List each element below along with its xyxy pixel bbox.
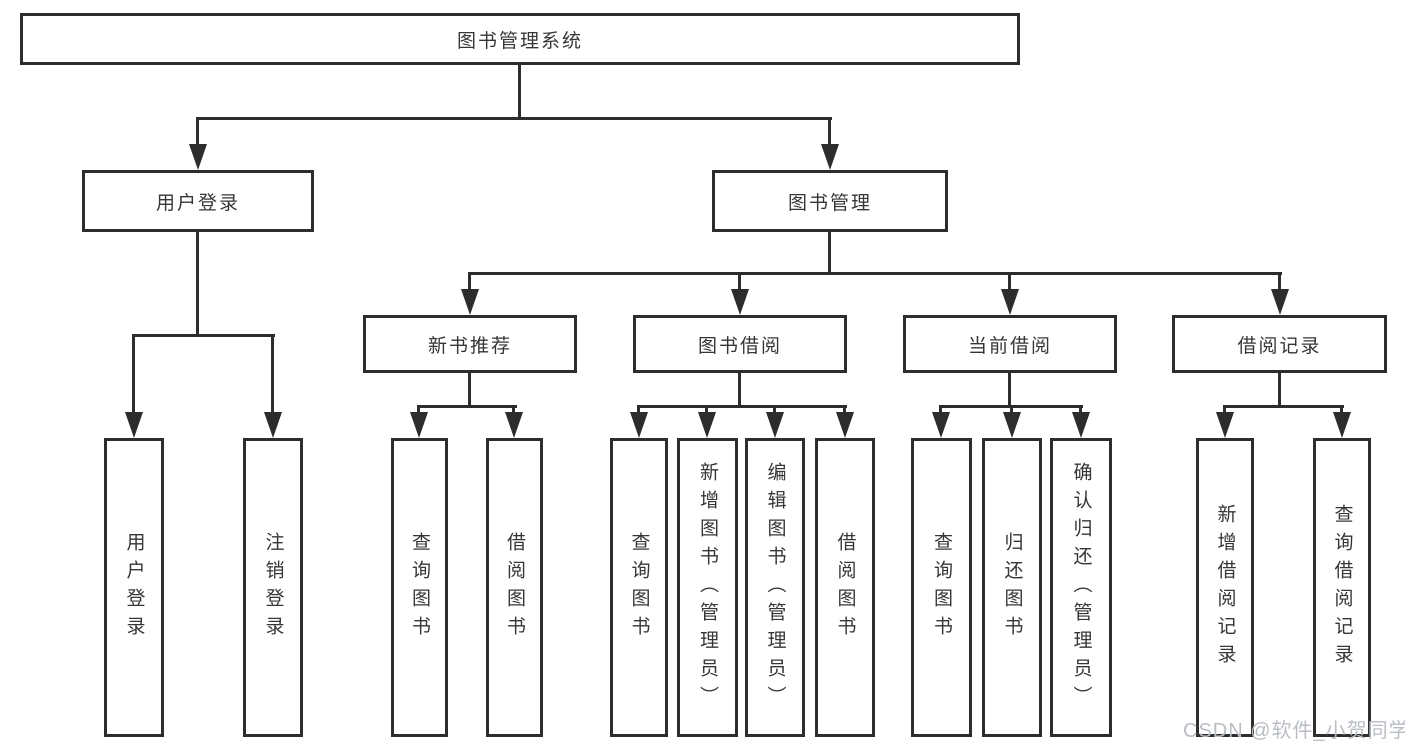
node-label: 编辑图书（管理员） [764, 461, 786, 714]
arrow-down-icon [1072, 412, 1090, 438]
leaf-borrow-book-recommend: 借阅图书 [486, 438, 543, 737]
node-label: 图书管理 [787, 192, 872, 214]
leaf-query-borrow-record: 查询借阅记录 [1313, 438, 1371, 737]
connector-new-book-bar [417, 405, 517, 408]
connector-current-borrow-stem [1008, 373, 1011, 408]
csdn-watermark: CSDN @软件_小贺同学 [1183, 720, 1405, 742]
node-new-book-recommendation: 新书推荐 [363, 315, 577, 373]
node-current-borrowing: 当前借阅 [903, 315, 1117, 373]
node-label: 借阅记录 [1237, 335, 1322, 357]
node-label: 查询图书 [628, 531, 650, 644]
connector-book-borrow-stem [738, 373, 741, 408]
node-book-borrowing: 图书借阅 [633, 315, 847, 373]
node-label: 当前借阅 [967, 335, 1052, 357]
connector-drop-leaf [939, 405, 942, 415]
leaf-add-book-admin: 新增图书（管理员） [677, 438, 738, 737]
arrow-down-icon [125, 412, 143, 438]
connector-book-management-bar [468, 272, 1282, 275]
connector-drop-leaf [705, 405, 708, 415]
connector-drop-leaf [843, 405, 846, 415]
connector-drop-borrow-record [1278, 272, 1281, 291]
node-user-login: 用户登录 [82, 170, 314, 232]
connector-drop-new-book [468, 272, 471, 291]
arrow-down-icon [630, 412, 648, 438]
connector-root-bar [196, 117, 832, 120]
connector-drop-leaf [1010, 405, 1013, 415]
connector-drop-leaf [132, 334, 135, 414]
arrow-down-icon [505, 412, 523, 438]
arrow-down-icon [410, 412, 428, 438]
connector-drop-user-login [196, 117, 199, 146]
node-label: 图书借阅 [697, 335, 782, 357]
connector-drop-book-borrow [738, 272, 741, 291]
node-label: 注销登录 [262, 531, 284, 644]
node-label: 查询图书 [409, 531, 430, 644]
connector-drop-leaf [512, 405, 515, 415]
connector-book-management-stem [828, 232, 831, 274]
arrow-down-icon [821, 144, 839, 170]
connector-drop-leaf [1340, 405, 1343, 415]
node-label: 确认归还（管理员） [1070, 461, 1092, 714]
leaf-logout: 注销登录 [243, 438, 303, 737]
arrow-down-icon [264, 412, 282, 438]
node-label: 用户登录 [155, 192, 240, 214]
connector-drop-leaf [773, 405, 776, 415]
arrow-down-icon [1216, 412, 1234, 438]
node-label: 新增借阅记录 [1214, 503, 1236, 672]
node-label: 图书管理系统 [456, 30, 583, 52]
leaf-confirm-return-admin: 确认归还（管理员） [1050, 438, 1112, 737]
arrow-down-icon [932, 412, 950, 438]
arrow-down-icon [1333, 412, 1351, 438]
leaf-edit-book-admin: 编辑图书（管理员） [745, 438, 805, 737]
connector-drop-leaf [1223, 405, 1226, 415]
connector-borrow-record-stem [1278, 373, 1281, 408]
leaf-query-book-borrowing: 查询图书 [610, 438, 668, 737]
arrow-down-icon [1001, 289, 1019, 315]
connector-drop-current-borrow [1008, 272, 1011, 291]
arrow-down-icon [461, 289, 479, 315]
arrow-down-icon [836, 412, 854, 438]
connector-user-login-bar [132, 334, 275, 337]
arrow-down-icon [731, 289, 749, 315]
connector-user-login-stem [196, 232, 199, 336]
node-label: 归还图书 [1001, 531, 1023, 644]
arrow-down-icon [1271, 289, 1289, 315]
leaf-query-book-recommend: 查询图书 [391, 438, 448, 737]
node-label: 新书推荐 [427, 335, 512, 357]
node-root-library-system: 图书管理系统 [20, 13, 1020, 65]
connector-book-borrow-bar [637, 405, 847, 408]
arrow-down-icon [766, 412, 784, 438]
leaf-borrow-book-borrowing: 借阅图书 [815, 438, 875, 737]
arrow-down-icon [189, 144, 207, 170]
node-label: 新增图书（管理员） [697, 461, 718, 714]
connector-new-book-stem [468, 373, 471, 408]
connector-drop-leaf [1079, 405, 1082, 415]
connector-drop-leaf [637, 405, 640, 415]
connector-root-stem [518, 65, 521, 119]
arrow-down-icon [698, 412, 716, 438]
node-label: 用户登录 [123, 531, 145, 644]
node-borrowing-records: 借阅记录 [1172, 315, 1387, 373]
leaf-query-book-current: 查询图书 [911, 438, 972, 737]
connector-drop-leaf [417, 405, 420, 415]
node-book-management: 图书管理 [712, 170, 948, 232]
node-label: 查询借阅记录 [1331, 503, 1353, 672]
leaf-return-book: 归还图书 [982, 438, 1042, 737]
node-label: 借阅图书 [834, 531, 856, 644]
leaf-add-borrow-record: 新增借阅记录 [1196, 438, 1254, 737]
arrow-down-icon [1003, 412, 1021, 438]
connector-drop-leaf [271, 334, 274, 414]
leaf-user-login: 用户登录 [104, 438, 164, 737]
connector-drop-book-management [828, 117, 831, 146]
connector-borrow-record-bar [1223, 405, 1344, 408]
node-label: 借阅图书 [504, 531, 525, 644]
node-label: 查询图书 [931, 531, 952, 644]
